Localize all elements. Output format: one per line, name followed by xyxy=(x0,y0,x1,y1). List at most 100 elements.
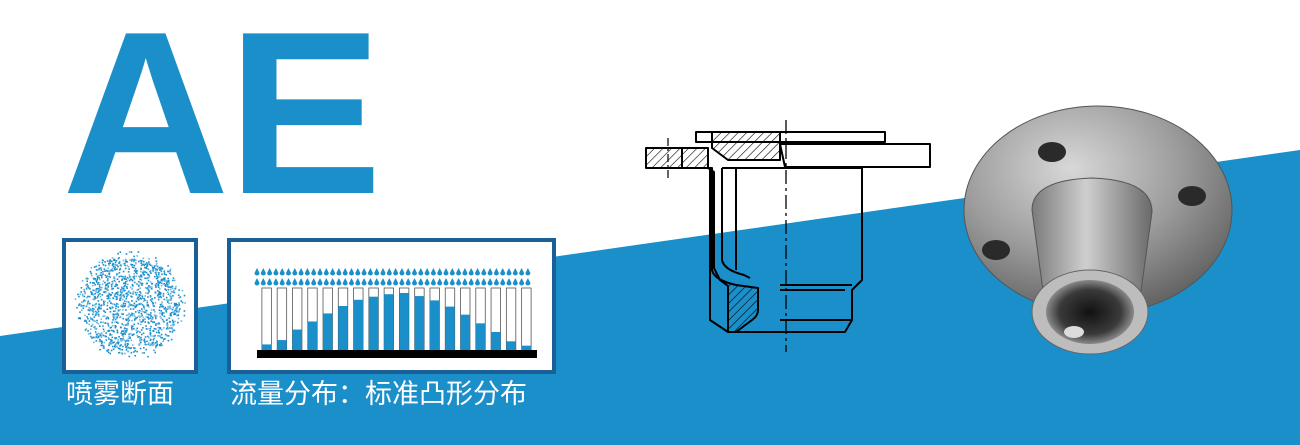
spray-dot xyxy=(153,265,156,267)
spray-dot xyxy=(102,259,104,262)
spray-dot xyxy=(89,328,92,330)
spray-dot xyxy=(166,284,169,286)
spray-dot xyxy=(108,271,111,273)
spray-dot xyxy=(95,313,97,315)
spray-dot xyxy=(178,310,180,313)
spray-dot xyxy=(153,314,156,316)
spray-dot xyxy=(90,293,93,296)
droplet-icon xyxy=(462,278,468,286)
spray-dot xyxy=(116,302,118,305)
spray-dot xyxy=(93,266,96,268)
spray-dot xyxy=(146,282,148,285)
spray-dot xyxy=(107,349,110,351)
spray-dot xyxy=(100,269,103,271)
spray-dot xyxy=(131,279,134,282)
spray-dot xyxy=(95,303,97,305)
spray-dot xyxy=(119,348,122,351)
spray-dot xyxy=(141,308,143,310)
spray-dot xyxy=(133,302,136,305)
spray-dot xyxy=(130,314,132,316)
spray-dot xyxy=(114,263,116,266)
droplet-icon xyxy=(323,268,329,276)
spray-dot xyxy=(134,318,136,320)
spray-dot xyxy=(90,291,92,293)
spray-dot xyxy=(116,316,119,318)
spray-dot xyxy=(139,338,141,340)
spray-dot xyxy=(103,330,105,333)
spray-dot xyxy=(85,305,88,308)
spray-dot xyxy=(104,264,107,267)
spray-dot xyxy=(92,319,94,322)
spray-dot xyxy=(101,340,103,343)
spray-dot xyxy=(94,325,96,328)
spray-dot xyxy=(172,324,175,327)
spray-dot xyxy=(92,293,95,296)
spray-dot xyxy=(151,342,153,344)
spray-dot xyxy=(115,304,117,306)
spray-dot xyxy=(137,322,140,325)
spray-dot xyxy=(95,336,98,338)
spray-dot xyxy=(140,338,143,341)
spray-dot xyxy=(108,275,111,278)
droplet-icon xyxy=(393,268,399,276)
droplet-icon xyxy=(380,268,386,276)
spray-dot xyxy=(176,314,178,317)
spray-dot xyxy=(131,314,134,316)
spray-dot xyxy=(145,348,147,351)
flow-bar xyxy=(506,341,516,350)
spray-dot xyxy=(153,267,155,269)
spray-dot xyxy=(171,285,174,287)
spray-dot xyxy=(98,340,101,343)
spray-dot xyxy=(178,296,181,299)
spray-dot xyxy=(177,311,179,313)
spray-dot xyxy=(135,283,138,285)
spray-dot xyxy=(183,310,186,312)
spray-dot xyxy=(167,279,170,282)
spray-dot xyxy=(86,316,88,318)
spray-dot xyxy=(111,306,114,309)
spray-dot xyxy=(150,335,152,337)
spray-dot xyxy=(116,298,119,300)
spray-dot xyxy=(111,307,113,310)
droplet-icon xyxy=(475,278,480,286)
spray-dot xyxy=(100,289,102,291)
spray-dot xyxy=(133,258,136,261)
spray-dot xyxy=(161,304,164,307)
nozzle-section-drawing xyxy=(645,120,931,352)
spray-dot xyxy=(102,270,104,273)
spray-dot xyxy=(131,296,133,298)
spray-dot xyxy=(99,278,101,281)
droplet-icon xyxy=(443,278,449,286)
droplet-icon xyxy=(311,268,317,276)
spray-dot xyxy=(154,342,157,344)
spray-dot xyxy=(147,304,150,306)
spray-dot xyxy=(142,273,145,276)
spray-dot xyxy=(107,282,109,285)
spray-dot xyxy=(139,339,142,342)
spray-dot xyxy=(110,326,112,329)
spray-dot xyxy=(154,351,156,354)
droplet-icon xyxy=(286,268,291,276)
spray-dot xyxy=(108,338,111,340)
spray-dot xyxy=(146,301,149,304)
spray-dot xyxy=(98,277,100,279)
spray-dot xyxy=(94,283,96,286)
spray-dot xyxy=(138,344,140,346)
spray-dot xyxy=(166,308,168,310)
spray-dot xyxy=(93,316,96,318)
spray-dot xyxy=(152,305,155,307)
spray-dot xyxy=(155,264,158,266)
spray-dot xyxy=(136,291,139,294)
spray-dot xyxy=(139,294,142,296)
spray-dot xyxy=(166,299,169,302)
spray-dot xyxy=(130,339,133,342)
spray-dot xyxy=(168,282,170,285)
spray-dot xyxy=(127,340,130,342)
spray-dot xyxy=(93,308,95,310)
spray-dot xyxy=(157,286,160,288)
spray-dot xyxy=(103,345,105,348)
spray-dot xyxy=(104,274,107,277)
spray-dot xyxy=(116,342,118,344)
spray-dot xyxy=(173,289,175,292)
droplet-icon xyxy=(304,268,310,276)
